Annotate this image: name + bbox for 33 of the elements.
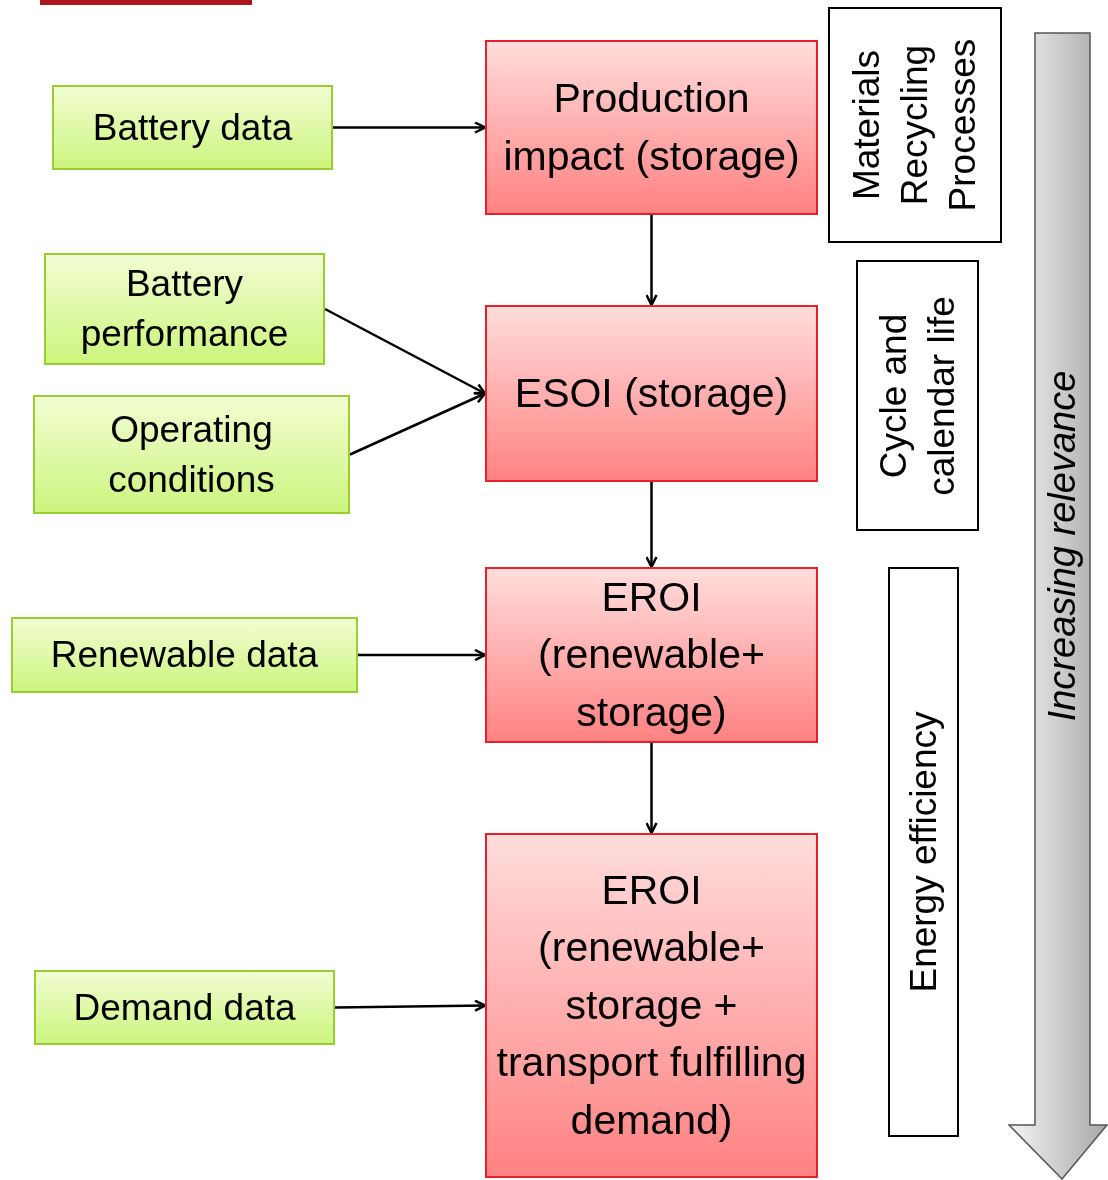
process-box bbox=[485, 833, 818, 1178]
node-label: Materials Recycling Processes bbox=[844, 37, 985, 214]
process-box bbox=[485, 305, 818, 482]
note-box bbox=[828, 7, 1002, 243]
note-box bbox=[856, 260, 979, 531]
node-label: Production impact (storage) bbox=[502, 74, 801, 181]
arrow bbox=[645, 482, 658, 569]
node-label: Demand data bbox=[72, 985, 297, 1030]
arrow bbox=[358, 648, 487, 662]
node-label: Battery performance bbox=[79, 262, 290, 356]
input-box bbox=[44, 253, 325, 365]
node-label: Cycle and calendar life bbox=[871, 294, 963, 498]
input-box bbox=[33, 395, 350, 514]
input-box bbox=[11, 617, 358, 693]
node-label: EROI (renewable+ storage) bbox=[537, 572, 766, 737]
arrow bbox=[335, 999, 487, 1012]
arrow bbox=[645, 743, 658, 835]
arrow bbox=[645, 215, 658, 307]
node-label: ESOI (storage) bbox=[513, 368, 790, 418]
axis-label: Increasing relevance bbox=[1040, 370, 1084, 722]
node-label: Operating conditions bbox=[107, 407, 276, 502]
input-box bbox=[52, 85, 333, 170]
arrow bbox=[333, 121, 487, 134]
arrow bbox=[349, 391, 487, 456]
arrow bbox=[324, 307, 487, 395]
process-box bbox=[485, 40, 818, 215]
node-label: Renewable data bbox=[49, 633, 320, 678]
node-label: Energy efficiency bbox=[901, 710, 945, 995]
node-label: Battery data bbox=[91, 105, 294, 150]
process-box bbox=[485, 567, 818, 743]
note-box bbox=[888, 567, 959, 1137]
input-box bbox=[34, 970, 335, 1045]
node-label: EROI (renewable+ storage + transport fulfilling demand) bbox=[495, 866, 808, 1145]
